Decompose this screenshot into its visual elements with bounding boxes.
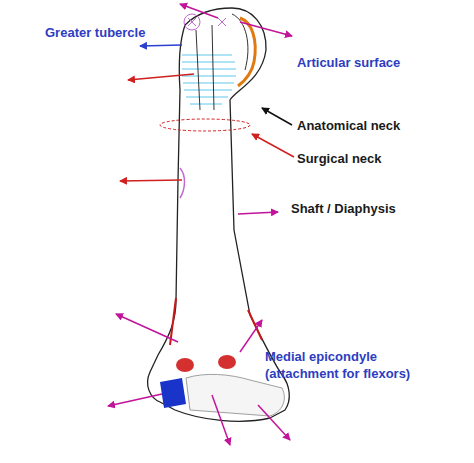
surgical-neck-ring (160, 119, 250, 131)
epicondyle-mark (176, 358, 194, 372)
epicondyle-mark (218, 355, 236, 369)
part-label: Anatomical neck (297, 117, 457, 134)
deltoid-tuberosity (180, 168, 185, 198)
lateral-ridge (170, 298, 176, 345)
part-label: Greater tubercle (45, 24, 175, 41)
part-label: Surgical neck (297, 150, 457, 167)
capitulum-block (160, 378, 186, 408)
part-label: Shaft / Diaphysis (291, 200, 461, 217)
part-label: Medial epicondyle (attachment for flexor… (265, 348, 437, 382)
tubercle-mark (184, 14, 200, 30)
articular-surface-line (238, 18, 255, 86)
intertubercular-groove (196, 25, 214, 110)
hatched-area (182, 55, 236, 104)
tubercle-cross (218, 18, 226, 26)
part-label: Articular surface (297, 54, 457, 71)
medial-ridge (248, 310, 262, 340)
tubercle-cross (188, 18, 196, 26)
